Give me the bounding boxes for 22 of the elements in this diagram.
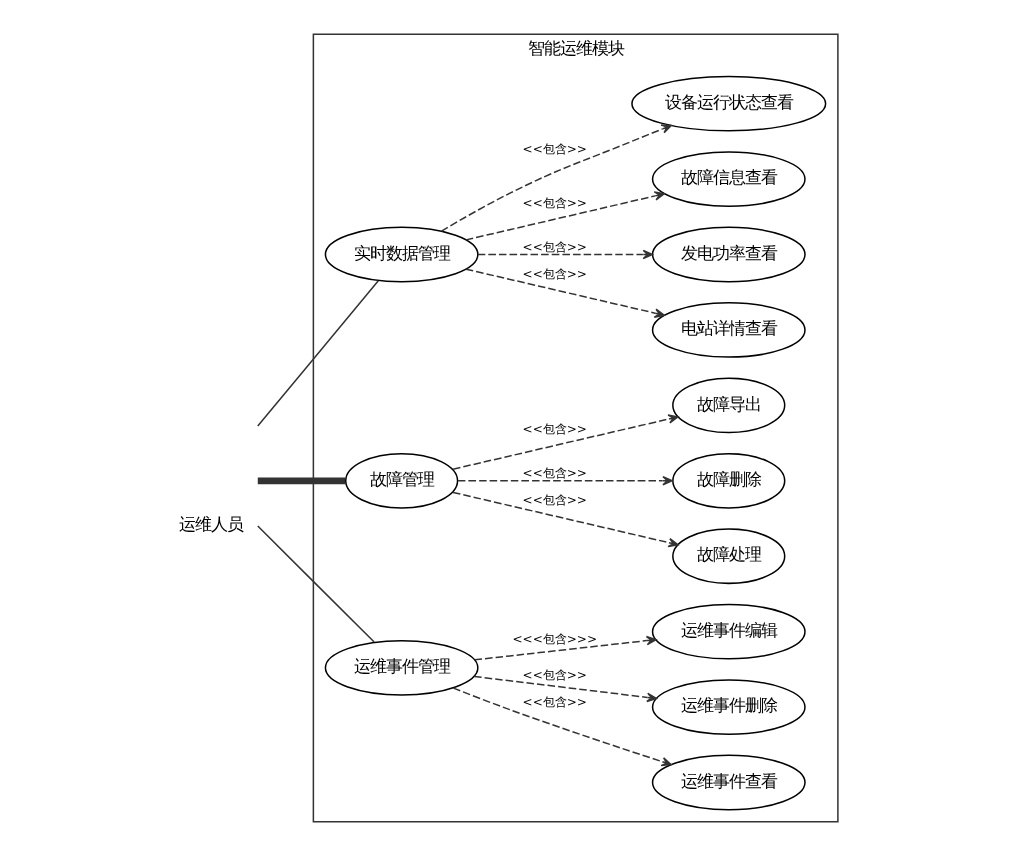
arrow bbox=[477, 249, 654, 260]
connector bbox=[257, 477, 346, 485]
connector bbox=[257, 280, 380, 427]
arrow bbox=[473, 635, 657, 661]
node-text: 运维人员 bbox=[178, 514, 243, 535]
node-ellipse: 实时数据管理 bbox=[324, 226, 479, 283]
node-ellipse: 故障处理 bbox=[672, 528, 786, 585]
node-ellipse: 故障删除 bbox=[672, 452, 786, 509]
arrow bbox=[465, 268, 665, 318]
node-ellipse: 运维事件编辑 bbox=[651, 603, 806, 660]
node-ellipse: 运维事件删除 bbox=[651, 679, 806, 735]
arrow bbox=[452, 491, 679, 548]
node-ellipse: 运维事件管理 bbox=[324, 639, 479, 696]
arrow bbox=[465, 191, 665, 241]
arrow bbox=[457, 475, 673, 486]
node-ellipse: 发电功率查看 bbox=[651, 226, 806, 283]
node-ellipse: 故障导出 bbox=[672, 377, 786, 434]
node-ellipse: 故障管理 bbox=[344, 452, 459, 509]
arrow bbox=[473, 675, 658, 703]
arrow bbox=[452, 414, 679, 470]
arrow bbox=[452, 687, 672, 767]
connector bbox=[257, 525, 375, 643]
